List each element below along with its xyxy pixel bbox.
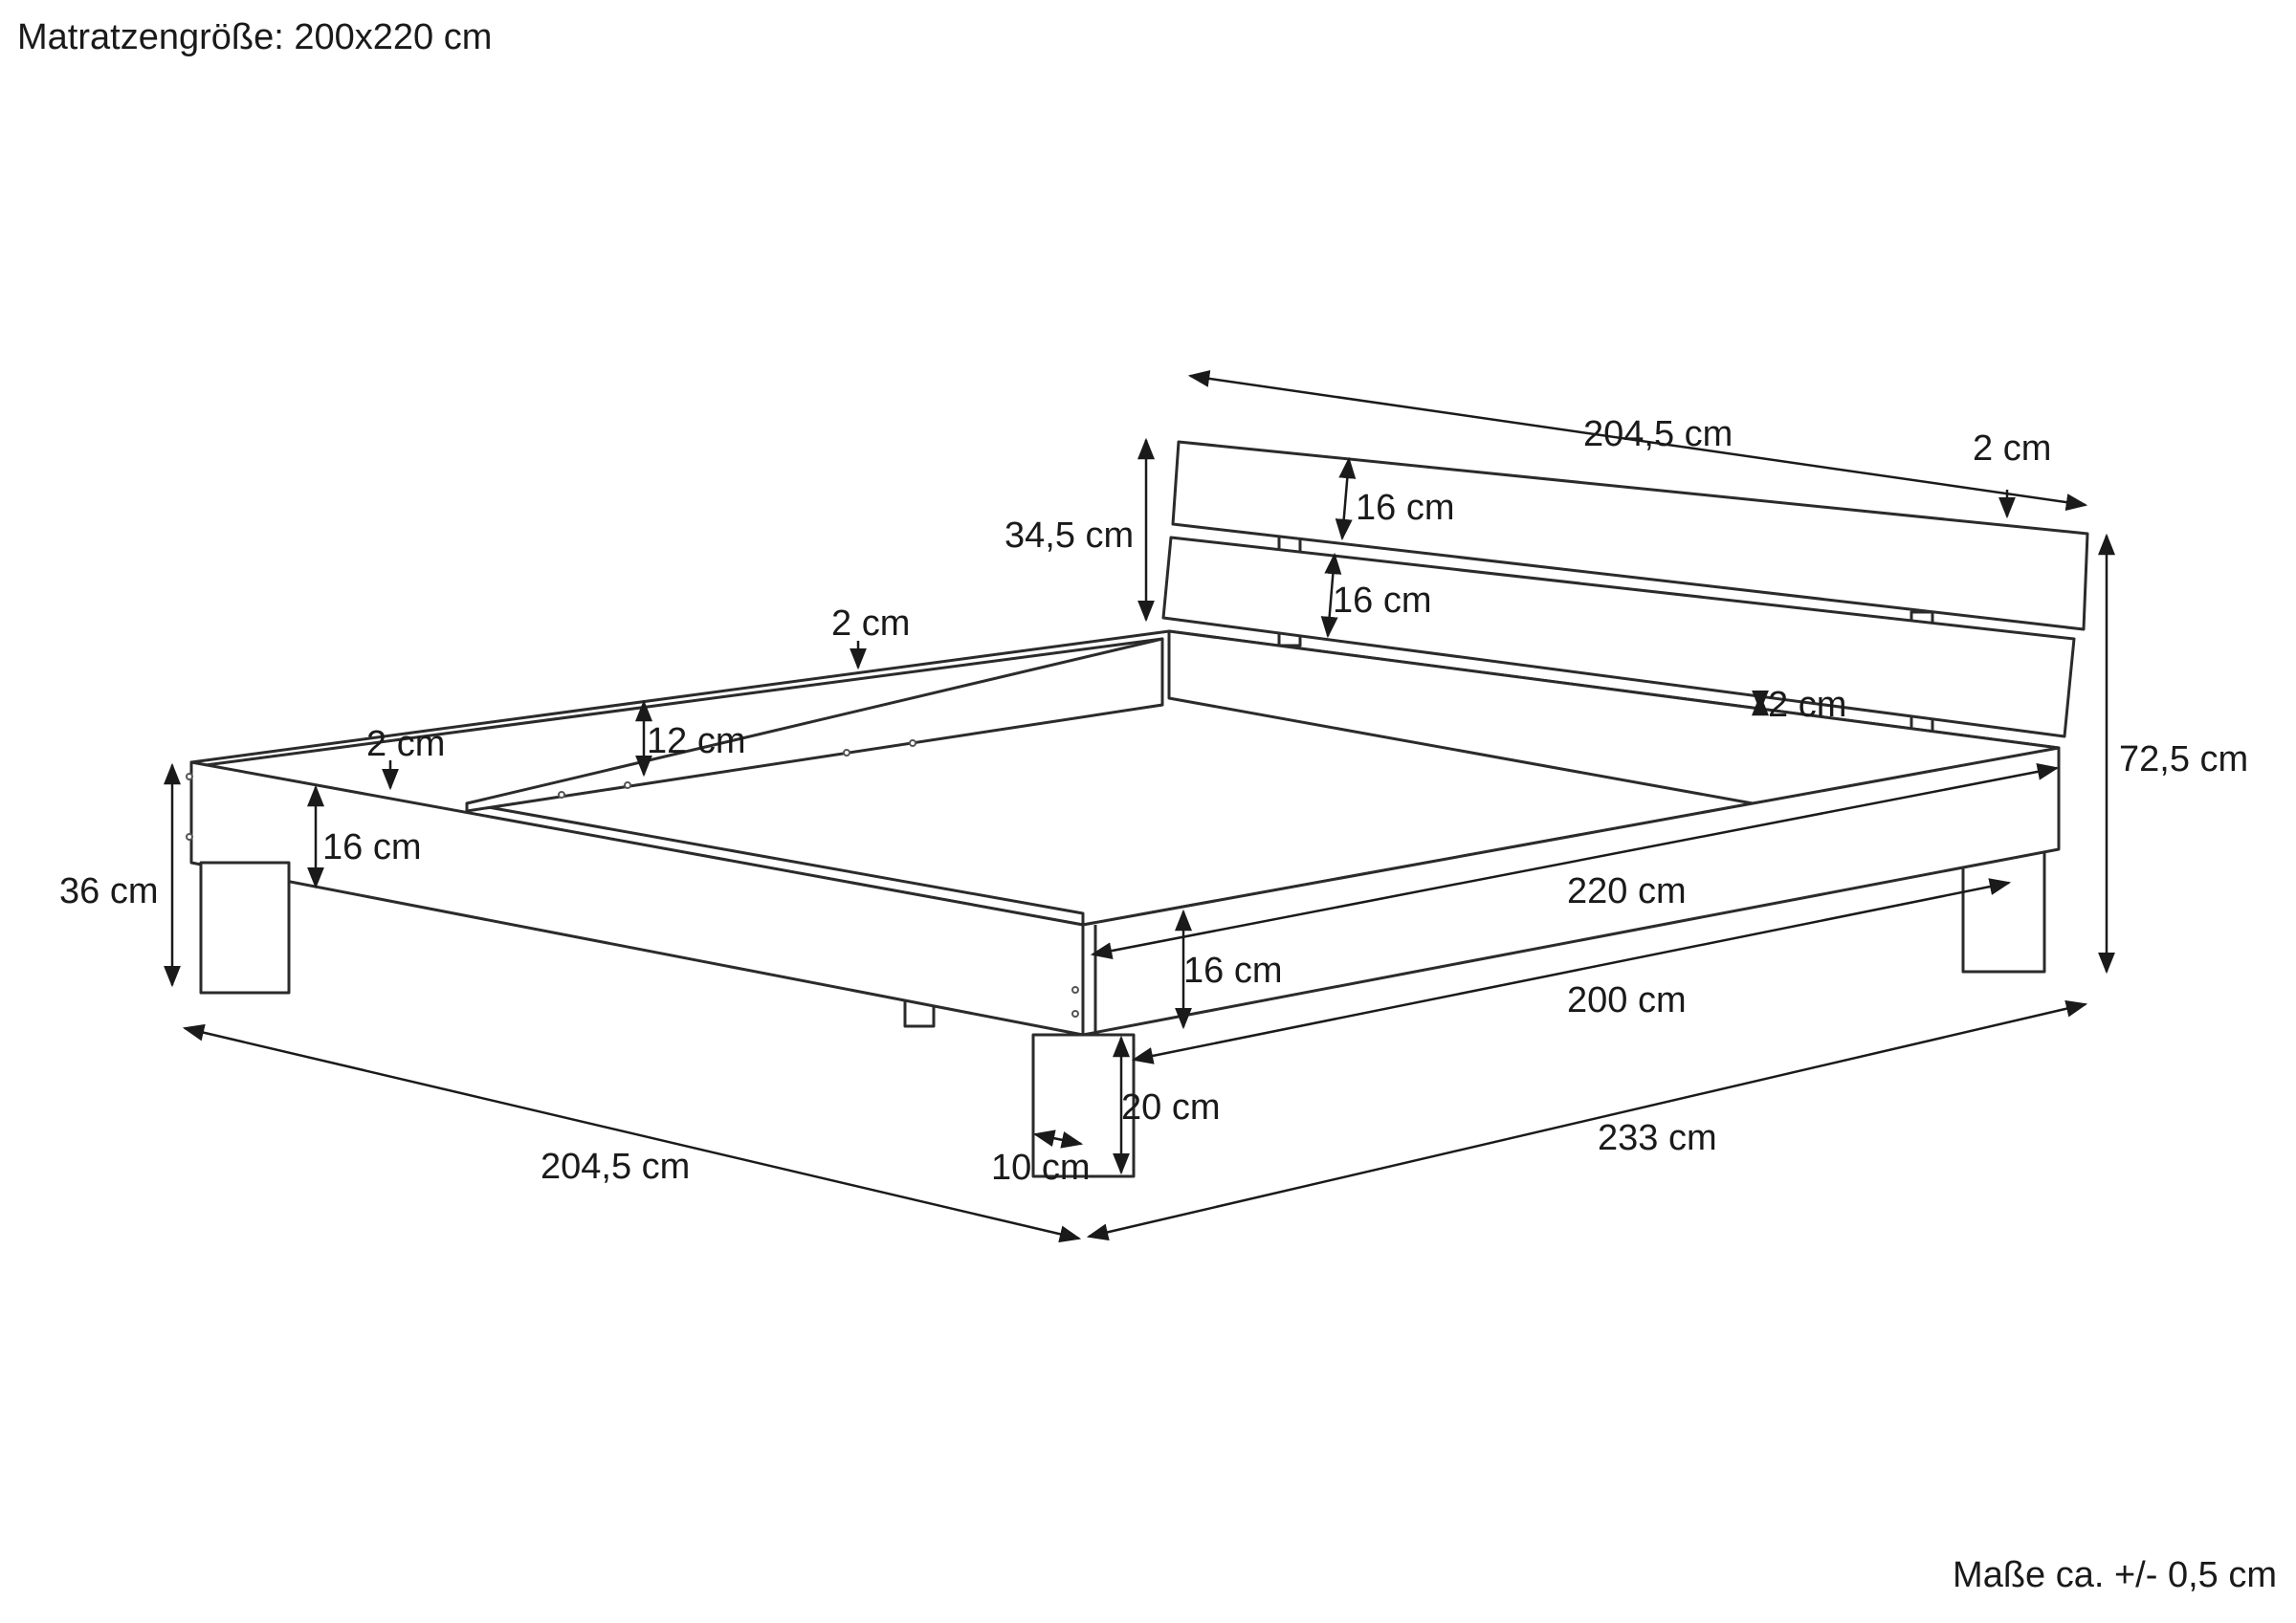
side-rail-height-label: 16 cm — [1183, 951, 1282, 991]
bed-frame — [186, 440, 2089, 1178]
board2-height-arrow — [1320, 552, 1342, 639]
leg-width-arrow — [1032, 1130, 1084, 1149]
screw — [1071, 1010, 1079, 1018]
leg-width-label: 10 cm — [991, 1148, 1090, 1188]
board1-height-label: 16 cm — [1356, 488, 1454, 528]
screw — [624, 781, 631, 789]
headboard-width-label: 204,5 cm — [1583, 414, 1733, 454]
inner-rail-height-label: 12 cm — [647, 721, 745, 761]
frame-width-label: 204,5 cm — [541, 1147, 690, 1187]
screw — [558, 791, 565, 799]
inner-rail-thickness-label: 2 cm — [366, 724, 445, 764]
tolerance-note: Maße ca. +/- 0,5 cm — [1953, 1555, 2277, 1595]
total-length-arrow — [1086, 999, 2088, 1241]
mattress-length-label: 200 cm — [1567, 980, 1687, 1020]
frame-front-height-label: 16 cm — [322, 827, 421, 867]
screw — [1071, 986, 1079, 994]
leg-height-label: 20 cm — [1121, 1087, 1220, 1128]
rear-leg-right — [1961, 847, 2046, 974]
board2-height-label: 16 cm — [1333, 581, 1431, 621]
headboard-height-label: 34,5 cm — [1004, 515, 1134, 556]
frame-top-thickness-label: 2 cm — [831, 603, 910, 644]
headboard-thickness-label: 2 cm — [1973, 428, 2051, 469]
screw — [909, 739, 916, 747]
side-length-label: 220 cm — [1567, 871, 1687, 911]
dimension-lines — [164, 369, 2115, 1243]
headboard-width-arrow — [1187, 369, 2088, 512]
dimension-labels: 204,5 cm 2 cm 16 cm 16 cm 2 cm 34,5 cm 7… — [59, 414, 2248, 1188]
total-height-label: 72,5 cm — [2119, 739, 2248, 779]
mattress-size-label: Matratzengröße: 200x220 cm — [17, 17, 493, 57]
frame-width-arrow — [182, 1023, 1082, 1243]
board-gap-label: 2 cm — [1768, 685, 1846, 725]
screw — [186, 833, 193, 841]
headboard-board-bottom — [1161, 536, 2076, 738]
board1-height-arrow — [1335, 456, 1357, 541]
total-length-label: 233 cm — [1598, 1118, 1717, 1158]
screw — [843, 749, 850, 757]
bed-height-label: 36 cm — [59, 871, 158, 911]
front-leg-left — [199, 861, 291, 995]
screw — [186, 773, 193, 780]
